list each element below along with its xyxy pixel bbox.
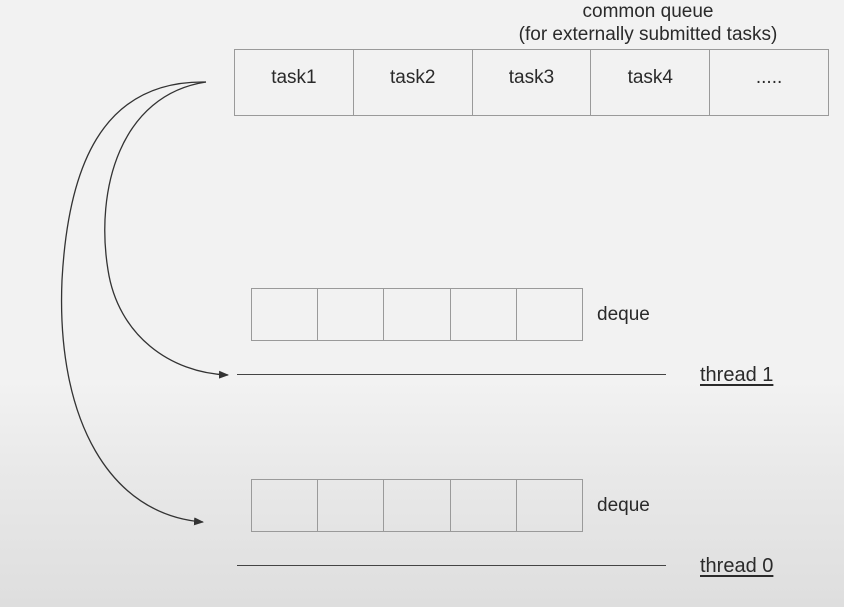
deque-slot: [517, 289, 582, 340]
deque-slot: [451, 480, 517, 531]
thread-0-deque-label: deque: [597, 495, 650, 516]
queue-cell: task3: [473, 50, 592, 115]
thread-1-line: [237, 374, 666, 375]
thread-1-deque: [251, 288, 583, 341]
queue-cell: .....: [755, 66, 783, 88]
deque-slot: [252, 289, 319, 340]
thread-0-deque: [251, 479, 583, 532]
common-queue-title: common queue (for externally submitted t…: [498, 0, 798, 46]
thread-1-label: thread 1: [700, 364, 774, 386]
deque-slot: [318, 289, 385, 340]
arrow-to-thread-0: [60, 81, 207, 526]
queue-cell: task4: [591, 50, 711, 115]
common-queue-title-line1: common queue: [582, 1, 714, 22]
deque-slot: [517, 480, 582, 531]
thread-1-deque-label: deque: [597, 304, 650, 325]
deque-slot: [318, 480, 385, 531]
thread-0-line: [237, 565, 666, 566]
common-queue-title-line2: (for externally submitted tasks): [518, 24, 778, 45]
deque-slot: [384, 480, 451, 531]
common-queue: task1 task2 task3 task4 .....: [234, 49, 829, 116]
deque-slot: [384, 289, 451, 340]
queue-cell: task2: [354, 50, 473, 115]
deque-slot: [252, 480, 319, 531]
queue-cell: task1: [235, 50, 354, 115]
arrow-to-thread-1: [104, 81, 229, 379]
thread-0-label: thread 0: [700, 555, 774, 577]
deque-slot: [451, 289, 517, 340]
